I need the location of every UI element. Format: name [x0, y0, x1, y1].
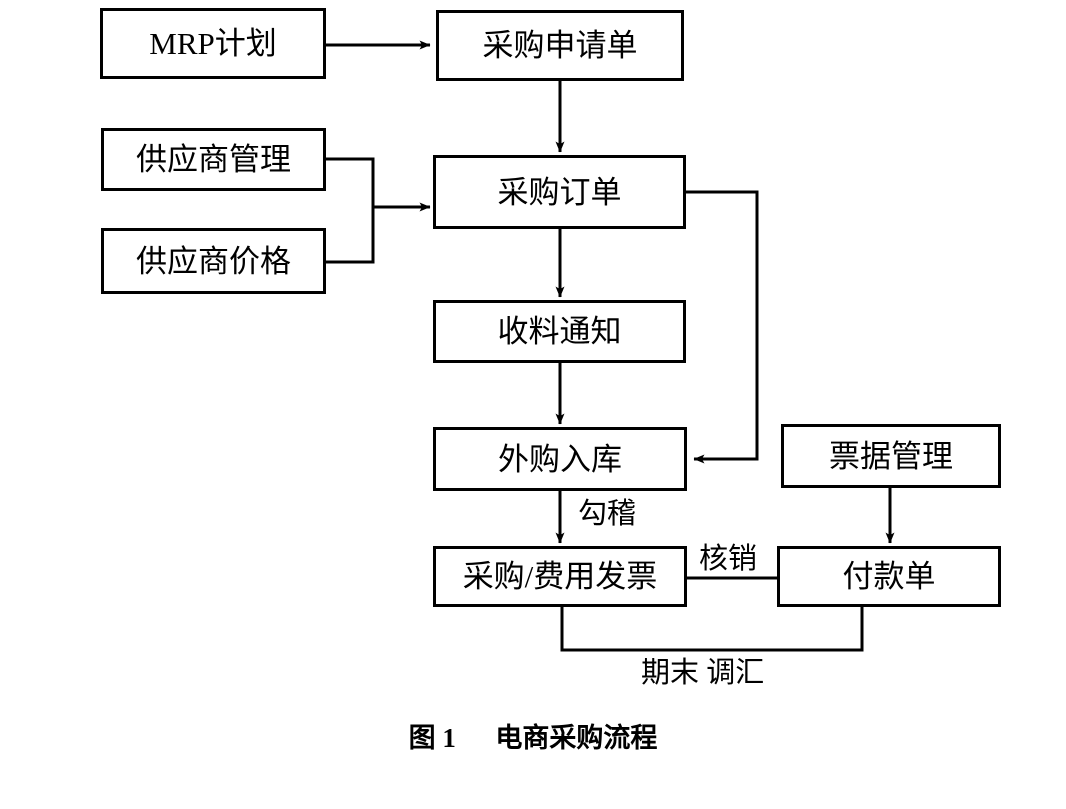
node-bill-management[interactable]: 票据管理: [781, 424, 1001, 488]
figure-caption-number: 图 1: [408, 723, 456, 753]
edge-supplier-mgmt-elbow: [326, 157, 375, 207]
node-supplier-management[interactable]: 供应商管理: [101, 128, 326, 191]
node-purchase-requisition[interactable]: 采购申请单: [436, 10, 684, 81]
figure-caption-title: 电商采购流程: [495, 723, 658, 753]
node-label: 收料通知: [497, 314, 622, 349]
node-goods-inbound[interactable]: 外购入库: [433, 427, 687, 491]
edge-supplier-price-elbow: [326, 207, 375, 264]
node-label: 票据管理: [829, 438, 953, 474]
node-label: MRP计划: [149, 26, 277, 61]
edge-label-write-off: 核销: [699, 543, 758, 575]
node-label: 采购/费用发票: [462, 559, 658, 594]
node-label: 采购订单: [497, 174, 622, 210]
edge-purchase-order-to-goods-inbound: [686, 190, 759, 464]
node-receiving-notice[interactable]: 收料通知: [433, 300, 686, 363]
node-label: 供应商价格: [136, 243, 291, 279]
node-payment-order[interactable]: 付款单: [777, 546, 1001, 607]
edge-label-period-end-fx: 期末 调汇: [641, 657, 765, 689]
node-purchase-expense-invoice[interactable]: 采购/费用发票: [433, 546, 687, 607]
node-purchase-order[interactable]: 采购订单: [433, 155, 686, 229]
node-mrp-plan[interactable]: MRP计划: [100, 8, 326, 79]
figure-caption: 图 1 电商采购流程: [0, 716, 1066, 755]
node-label: 供应商管理: [136, 142, 291, 177]
node-label: 采购申请单: [482, 28, 638, 63]
edge-invoice-payment-bottom-bracket: [560, 607, 864, 652]
node-label: 外购入库: [498, 441, 622, 477]
node-supplier-price[interactable]: 供应商价格: [101, 228, 326, 294]
node-label: 付款单: [842, 559, 936, 594]
edge-label-reconcile: 勾稽: [578, 498, 637, 530]
